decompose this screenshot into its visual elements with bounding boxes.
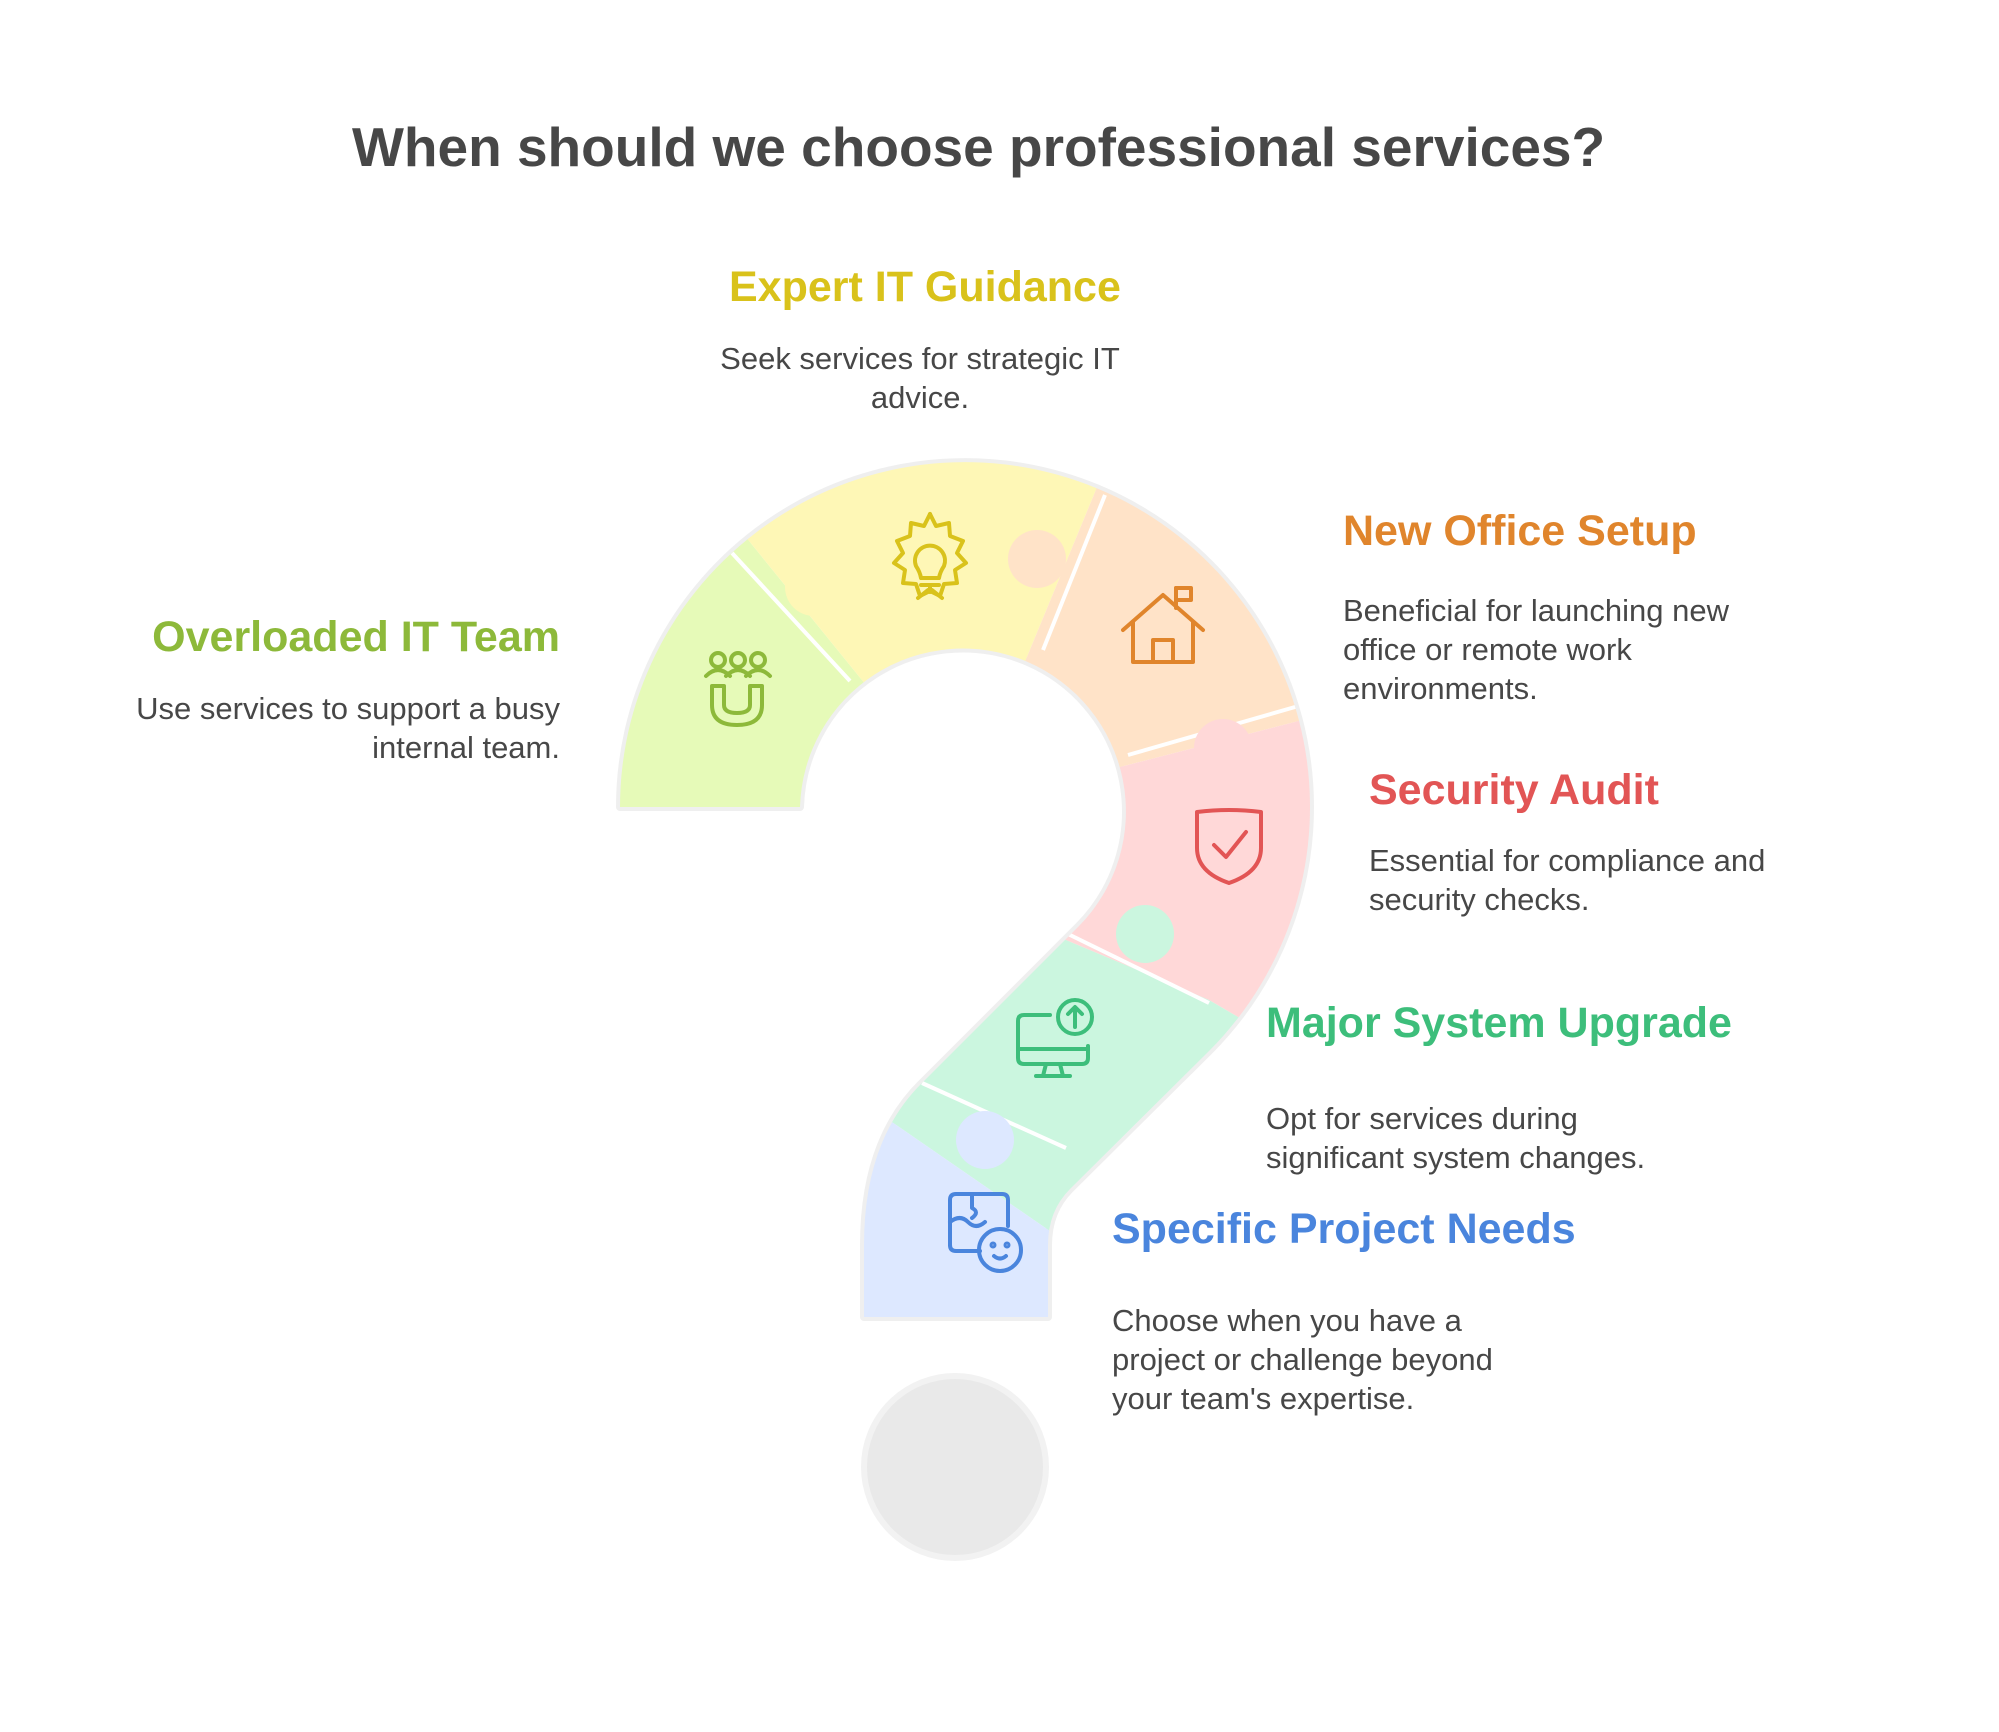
puzzle-tab-project	[956, 1111, 1014, 1169]
question-mark-dot	[861, 1373, 1049, 1561]
lightbulb-gear-icon	[892, 512, 968, 600]
desc-expert: Seek services for strategic IT advice.	[720, 341, 1120, 415]
puzzle-face-icon	[948, 1192, 1023, 1273]
puzzle-tab-upgrade	[1116, 905, 1174, 963]
heading-overloaded: Overloaded IT Team	[152, 613, 560, 661]
puzzle-tab-security	[1194, 719, 1252, 777]
monitor-upgrade-icon	[1016, 998, 1094, 1078]
segment-expert[interactable]	[732, 430, 1100, 807]
desc-security: Essential for compliance and security ch…	[1369, 843, 1766, 917]
desc-upgrade: Opt for services during significant syst…	[1266, 1101, 1646, 1175]
heading-expert: Expert IT Guidance	[729, 263, 1121, 311]
house-flag-icon	[1121, 586, 1205, 664]
heading-project: Specific Project Needs	[1112, 1205, 1576, 1253]
puzzle-tab-office	[1008, 530, 1066, 588]
team-magnet-icon	[704, 651, 772, 727]
desc-project: Choose when you have a project or challe…	[1112, 1303, 1493, 1416]
heading-security: Security Audit	[1369, 766, 1659, 814]
puzzle-tab-expert	[785, 558, 843, 616]
page-title: When should we choose professional servi…	[352, 116, 1606, 178]
desc-overloaded: Use services to support a busy internal …	[136, 691, 560, 765]
desc-office: Beneficial for launching new office or r…	[1343, 593, 1730, 706]
shield-check-icon	[1195, 808, 1263, 885]
heading-office: New Office Setup	[1343, 507, 1697, 555]
heading-upgrade: Major System Upgrade	[1266, 999, 1732, 1047]
